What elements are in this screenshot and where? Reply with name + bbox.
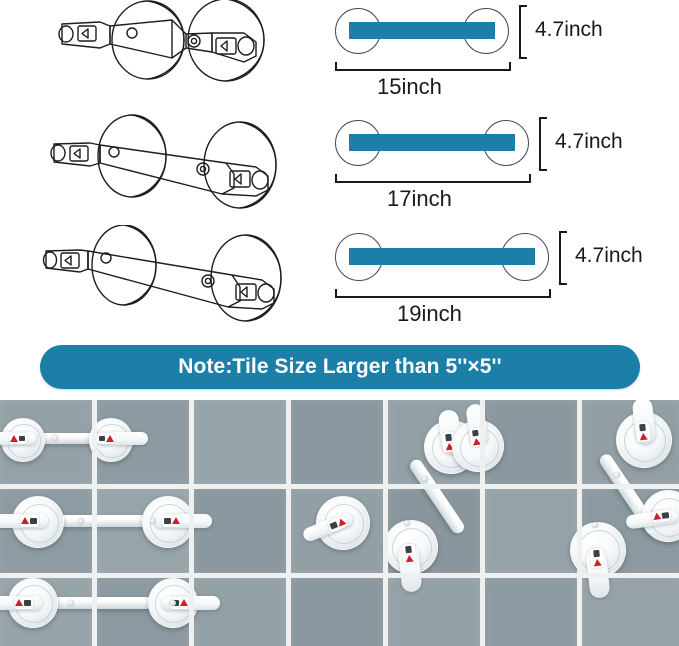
length-label-15inch: 15inch bbox=[377, 74, 442, 99]
size-spec-row-19inch: 4.7inch 19inch bbox=[0, 225, 679, 338]
warning-label bbox=[9, 433, 27, 444]
grout-line bbox=[383, 400, 388, 646]
wall-tile bbox=[388, 578, 480, 646]
dimension-diagram-15inch: 4.7inch 15inch bbox=[335, 0, 665, 112]
height-bracket bbox=[557, 231, 571, 290]
grab-bar-line-drawing-17inch bbox=[40, 112, 290, 225]
wall-tile bbox=[194, 489, 286, 573]
tile-wall-background bbox=[0, 400, 679, 646]
grab-bar-product bbox=[0, 416, 148, 462]
grab-bar-product bbox=[625, 486, 679, 546]
size-spec-row-15inch: 4.7inch 15inch bbox=[0, 0, 679, 112]
length-bracket bbox=[335, 60, 511, 79]
grout-line bbox=[92, 400, 97, 646]
product-in-use-photo bbox=[0, 400, 679, 646]
warning-label bbox=[20, 515, 39, 527]
length-label-19inch: 19inch bbox=[397, 301, 462, 326]
warning-label bbox=[588, 547, 606, 569]
grab-bar-shaft bbox=[18, 433, 114, 444]
grout-line bbox=[480, 400, 485, 646]
grab-bar-shaft bbox=[32, 597, 172, 609]
bar-length-indicator bbox=[349, 248, 535, 265]
grab-bar-product bbox=[452, 402, 512, 476]
wall-tile bbox=[194, 578, 286, 646]
note-banner-text: Note:Tile Size Larger than 5''×5'' bbox=[178, 355, 502, 378]
size-spec-section: 4.7inch 15inch bbox=[0, 0, 679, 338]
wall-tile bbox=[194, 400, 286, 484]
grout-line bbox=[286, 400, 291, 646]
warning-label bbox=[97, 433, 115, 444]
height-label-19inch: 4.7inch bbox=[575, 244, 643, 267]
height-label-15inch: 4.7inch bbox=[535, 18, 603, 41]
length-bracket bbox=[335, 287, 551, 306]
height-label-17inch: 4.7inch bbox=[555, 130, 623, 153]
grout-line bbox=[577, 400, 582, 646]
wall-tile bbox=[485, 489, 577, 573]
warning-label bbox=[634, 421, 652, 443]
grab-bar-product bbox=[0, 576, 220, 628]
grout-line bbox=[189, 400, 194, 646]
grab-bar-product bbox=[301, 490, 380, 554]
grab-bar-line-drawing-15inch bbox=[40, 0, 290, 112]
wall-tile bbox=[291, 578, 383, 646]
grab-bar-product bbox=[0, 494, 212, 548]
height-bracket bbox=[537, 117, 551, 176]
warning-label bbox=[400, 543, 418, 565]
dimension-diagram-19inch: 4.7inch 19inch bbox=[335, 225, 679, 338]
height-bracket bbox=[517, 5, 531, 64]
warning-label bbox=[162, 515, 181, 527]
wall-tile bbox=[485, 578, 577, 646]
bar-length-indicator bbox=[349, 134, 515, 151]
dimension-diagram-17inch: 4.7inch 17inch bbox=[335, 112, 675, 225]
size-spec-row-17inch: 4.7inch 17inch bbox=[0, 112, 679, 225]
note-banner: Note:Tile Size Larger than 5''×5'' bbox=[40, 345, 640, 389]
grab-bar-shaft bbox=[36, 515, 166, 527]
grout-line bbox=[0, 484, 679, 489]
bar-length-indicator bbox=[349, 22, 495, 39]
length-label-17inch: 17inch bbox=[387, 186, 452, 211]
warning-label bbox=[14, 597, 33, 609]
length-bracket bbox=[335, 172, 531, 191]
grab-bar-line-drawing-19inch bbox=[40, 225, 290, 338]
grout-line bbox=[0, 573, 679, 578]
wall-tile bbox=[291, 400, 383, 484]
